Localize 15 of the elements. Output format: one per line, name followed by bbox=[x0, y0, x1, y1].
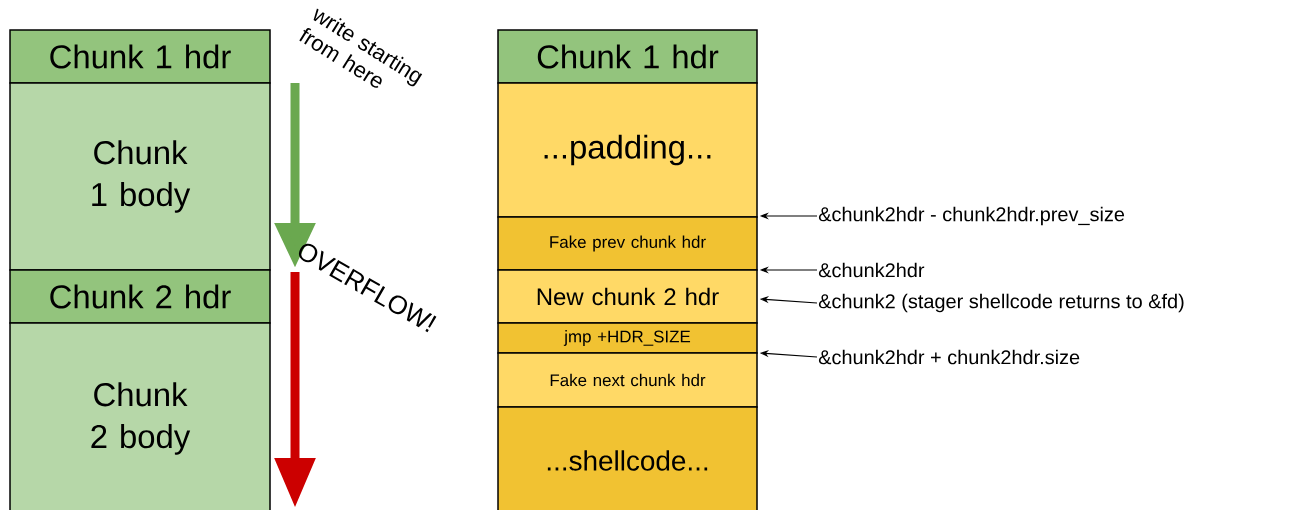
header-box: Chunk 1 hdr bbox=[9, 29, 271, 84]
memory-block: New chunk 2 hdr bbox=[497, 269, 758, 324]
memory-block: jmp +HDR_SIZE bbox=[497, 322, 758, 354]
header-box: Chunk 2 hdr bbox=[9, 269, 271, 324]
address-label: &chunk2hdr + chunk2hdr.size bbox=[818, 349, 1080, 365]
memory-block: ...shellcode... bbox=[497, 406, 758, 510]
memory-block: ...padding... bbox=[497, 82, 758, 218]
memory-block: Fake next chunk hdr bbox=[497, 352, 758, 408]
address-label: &chunk2hdr bbox=[818, 262, 925, 278]
address-label: &chunk2 (stager shellcode returns to &fd) bbox=[818, 293, 1184, 313]
memory-block: Chunk 2 body bbox=[9, 322, 271, 510]
header-box: Chunk 1 hdr bbox=[497, 29, 758, 84]
memory-block: Fake prev chunk hdr bbox=[497, 216, 758, 271]
memory-block: Chunk 1 body bbox=[9, 82, 271, 271]
address-label: &chunk2hdr - chunk2hdr.prev_size bbox=[818, 206, 1125, 226]
